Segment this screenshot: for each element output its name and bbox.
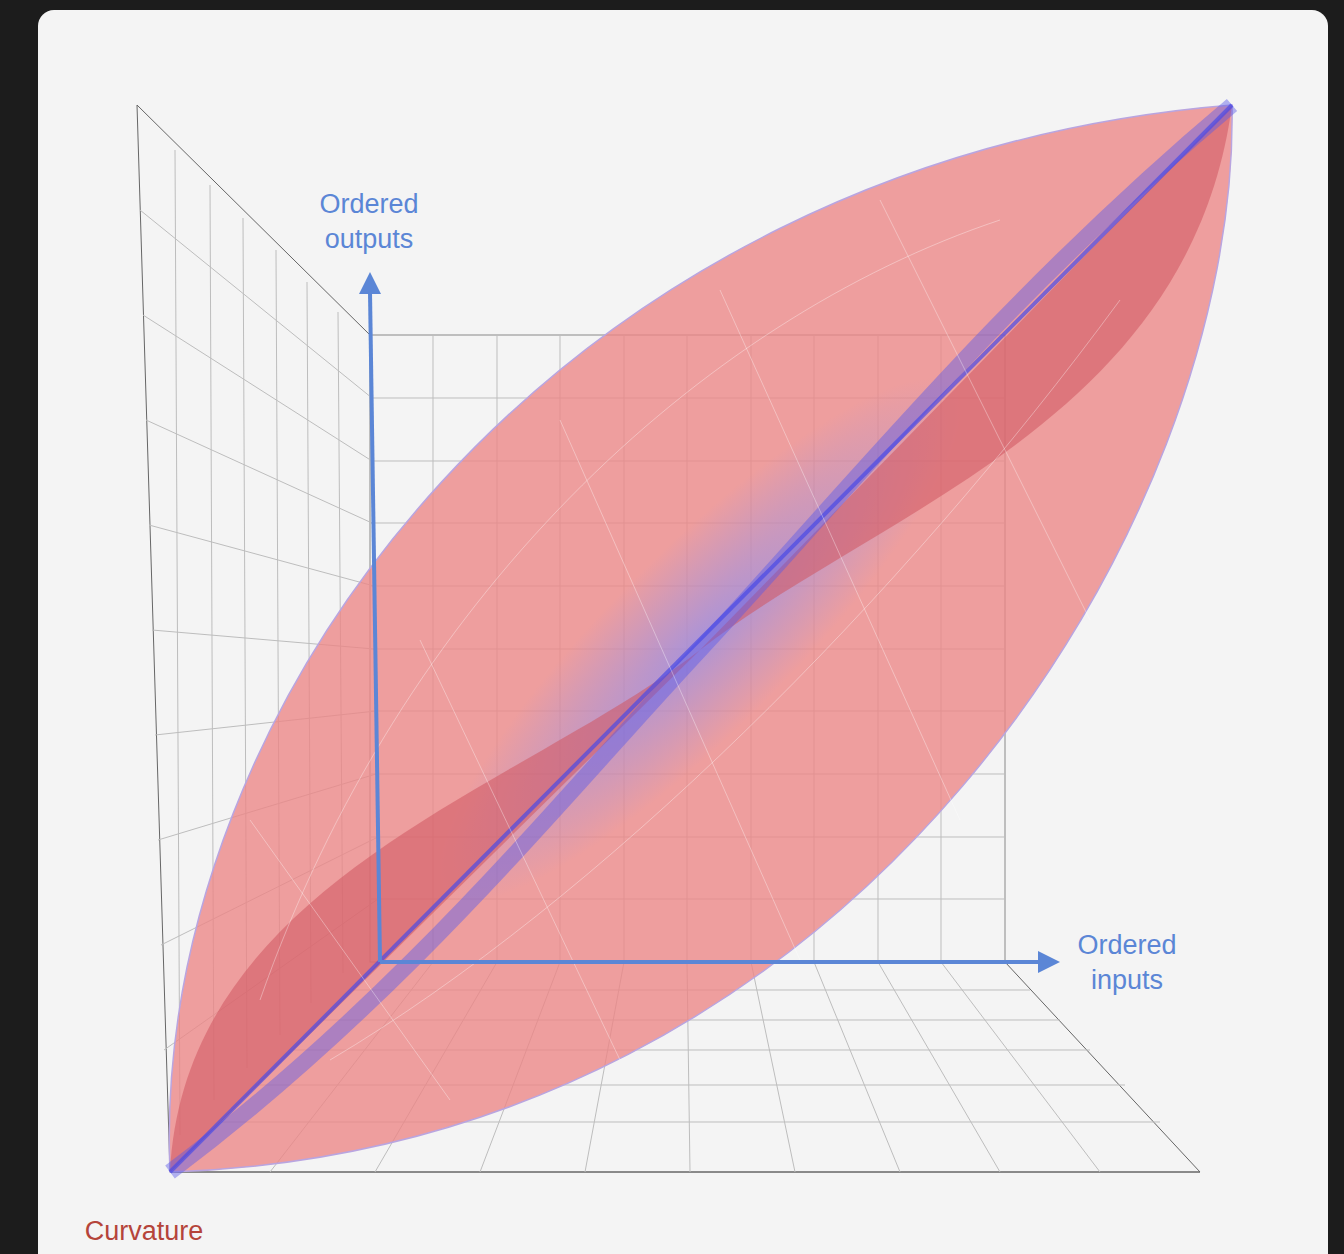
twisted-band [170,105,1232,1172]
axis-label: Ordered inputs [1062,928,1192,998]
figure-label: Curvature [44,1214,244,1249]
axes [359,272,1060,973]
axis-label: Ordered outputs [304,187,434,257]
curvature-surface [169,105,1232,1172]
